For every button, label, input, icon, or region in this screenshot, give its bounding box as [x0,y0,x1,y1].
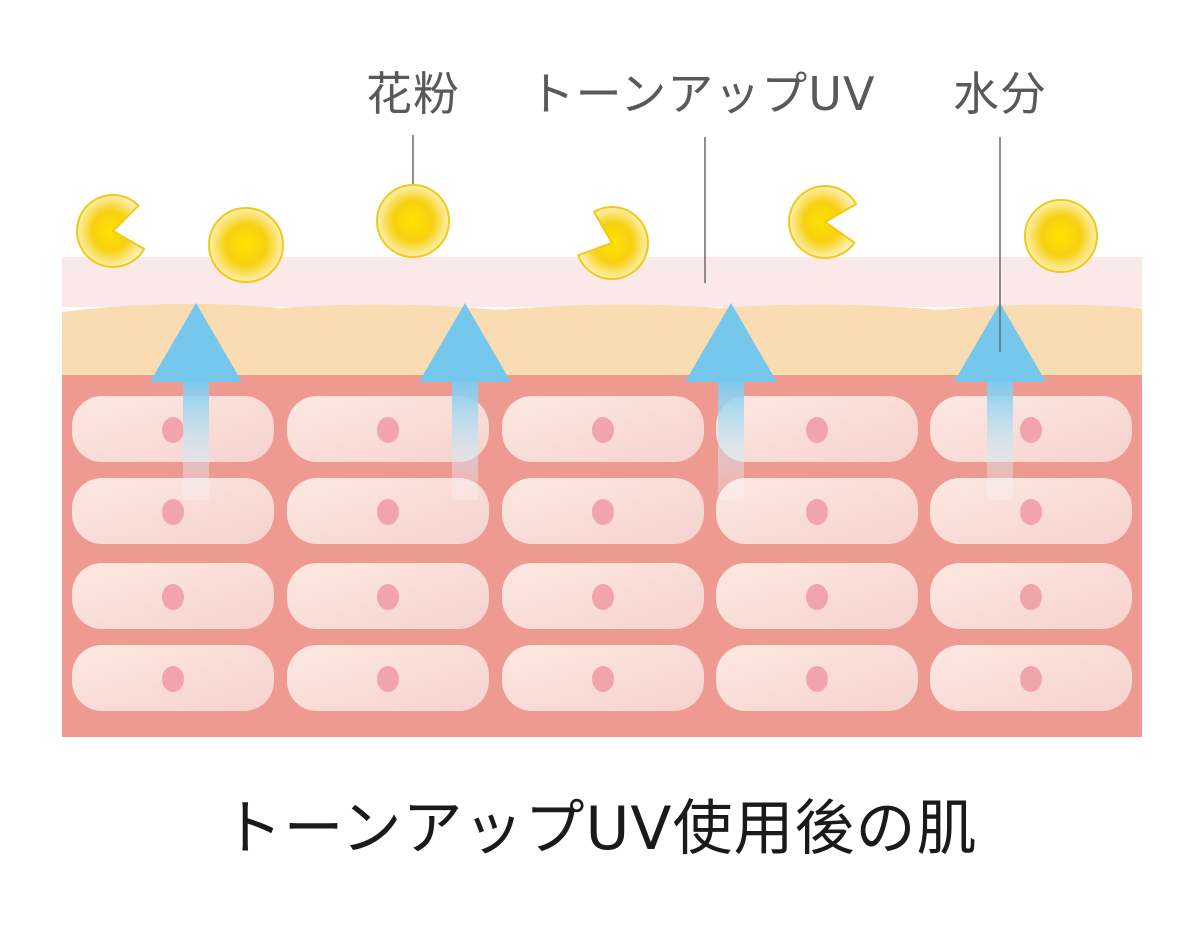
pollen-particle-icon [1024,199,1098,273]
moisture-arrow-icon [150,303,242,500]
skin-cell-icon [502,478,704,544]
skin-cell-icon [716,478,918,544]
epidermis-layer [62,303,1142,378]
pollen-label: 花粉 [366,67,460,121]
skin-cell-icon [502,645,704,711]
skin-cells [72,396,1132,711]
skin-cell-icon [930,563,1132,629]
skin-cell-icon [72,478,274,544]
moisture-arrow-icon [419,303,511,500]
moisture-arrow-icon [685,303,777,500]
pollen-particle-icon [376,184,450,258]
skin-cell-icon [287,396,489,462]
pollen-particles [76,184,1098,283]
skin-cell-icon [716,396,918,462]
skin-cell-icon [502,563,704,629]
skin-cell-icon [72,563,274,629]
pollen-particle-icon [577,206,649,280]
skin-cell-icon [930,478,1132,544]
skin-cell-icon [287,563,489,629]
tone-up-uv-label: トーンアップUV [528,67,876,121]
pollen-particle-icon [76,194,146,268]
pollen-particle-icon [788,185,858,259]
skin-cell-icon [72,396,274,462]
skin-cell-icon [716,645,918,711]
moisture-arrows [150,303,1046,500]
skin-cell-icon [930,396,1132,462]
diagram-caption: トーンアップUV使用後の肌 [222,794,978,864]
moisture-label: 水分 [953,67,1047,121]
pollen-particle-icon [208,207,284,283]
skin-cell-icon [287,645,489,711]
skin-cell-icon [930,645,1132,711]
skin-cell-icon [287,478,489,544]
skin-cell-icon [72,645,274,711]
skin-cell-icon [502,396,704,462]
skin-cell-icon [716,563,918,629]
